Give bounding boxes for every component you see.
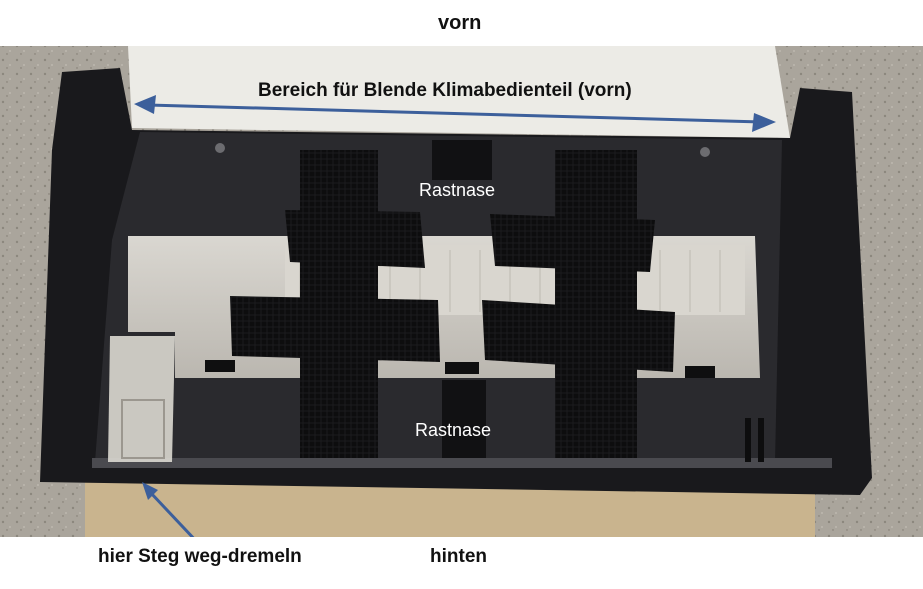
bracket-slot bbox=[121, 399, 165, 459]
paper-sheet bbox=[128, 46, 790, 138]
callout-arrow bbox=[142, 482, 195, 537]
bottom-caption-band bbox=[0, 537, 923, 589]
latch-upper bbox=[432, 140, 492, 180]
label-callout: hier Steg weg-dremeln bbox=[98, 546, 302, 567]
label-latch-lower: Rastnase bbox=[415, 420, 492, 440]
area-arrow bbox=[134, 95, 776, 132]
label-back: hinten bbox=[430, 546, 487, 567]
clip bbox=[685, 366, 715, 378]
tape-strip-right-mid bbox=[482, 300, 675, 372]
latch-lower bbox=[442, 380, 486, 458]
clip bbox=[205, 360, 235, 372]
screw-boss bbox=[215, 143, 225, 153]
rib bbox=[745, 418, 751, 462]
label-front: vorn bbox=[438, 12, 482, 34]
tape-strip-right-top bbox=[490, 214, 655, 272]
tape-strip-left-mid bbox=[230, 296, 440, 362]
tape-strip-left-top bbox=[285, 210, 425, 268]
screw-boss bbox=[700, 147, 710, 157]
label-latch-upper: Rastnase bbox=[419, 180, 496, 200]
tape-strip-right-vertical bbox=[555, 150, 637, 458]
trim-panel-photo bbox=[0, 46, 923, 537]
panel-bottom-lip bbox=[92, 458, 832, 468]
clip bbox=[445, 362, 479, 374]
label-area: Bereich für Blende Klimabedienteil (vorn… bbox=[258, 80, 632, 101]
rib bbox=[758, 418, 764, 462]
